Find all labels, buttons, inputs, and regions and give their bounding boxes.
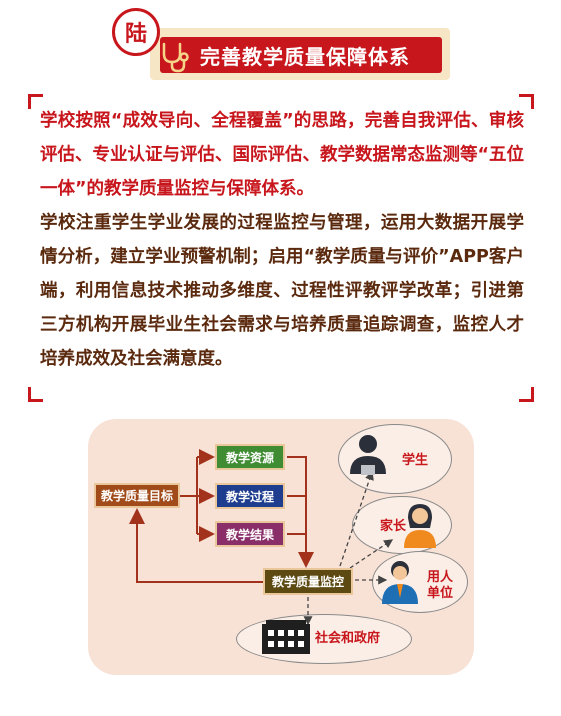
node-teaching-outcome: 教学结果 xyxy=(215,521,285,547)
seal-badge: 陆 xyxy=(112,8,160,56)
building-icon xyxy=(262,620,310,654)
corner-bracket xyxy=(519,94,534,109)
corner-bracket xyxy=(28,94,43,109)
corner-bracket xyxy=(28,387,43,402)
node-quality-goal: 教学质量目标 xyxy=(94,483,180,508)
node-quality-monitor: 教学质量监控 xyxy=(263,568,353,595)
dashed-link-student xyxy=(339,470,374,567)
paragraph-system: 学校按照“成效导向、全程覆盖”的思路，完善自我评估、审核评估、专业认证与评估、国… xyxy=(40,111,524,199)
arrow-to-goal xyxy=(129,508,263,583)
paragraph-monitoring: 学校注重学生学业发展的过程监控与管理，运用大数据开展学情分析，建立学业预警机制；… xyxy=(40,213,524,369)
text-panel: 学校按照“成效导向、全程覆盖”的思路，完善自我评估、审核评估、专业认证与评估、国… xyxy=(28,94,534,402)
label-employer: 用人单位 xyxy=(427,570,454,601)
employer-icon xyxy=(382,561,418,604)
dashed-link-parent xyxy=(349,539,394,569)
corner-bracket xyxy=(519,387,534,402)
node-teaching-resources: 教学资源 xyxy=(215,444,285,470)
label-student: 学生 xyxy=(402,453,429,468)
label-parent: 家长 xyxy=(380,519,407,534)
node-teaching-process: 教学过程 xyxy=(215,483,285,509)
student-icon xyxy=(350,435,386,475)
section-title: 完善教学质量保障体系 xyxy=(160,37,442,73)
stethoscope-icon xyxy=(162,42,189,73)
arrow-to-monitor xyxy=(287,456,314,568)
label-society: 社会和政府 xyxy=(315,631,381,646)
parent-icon xyxy=(404,504,436,548)
